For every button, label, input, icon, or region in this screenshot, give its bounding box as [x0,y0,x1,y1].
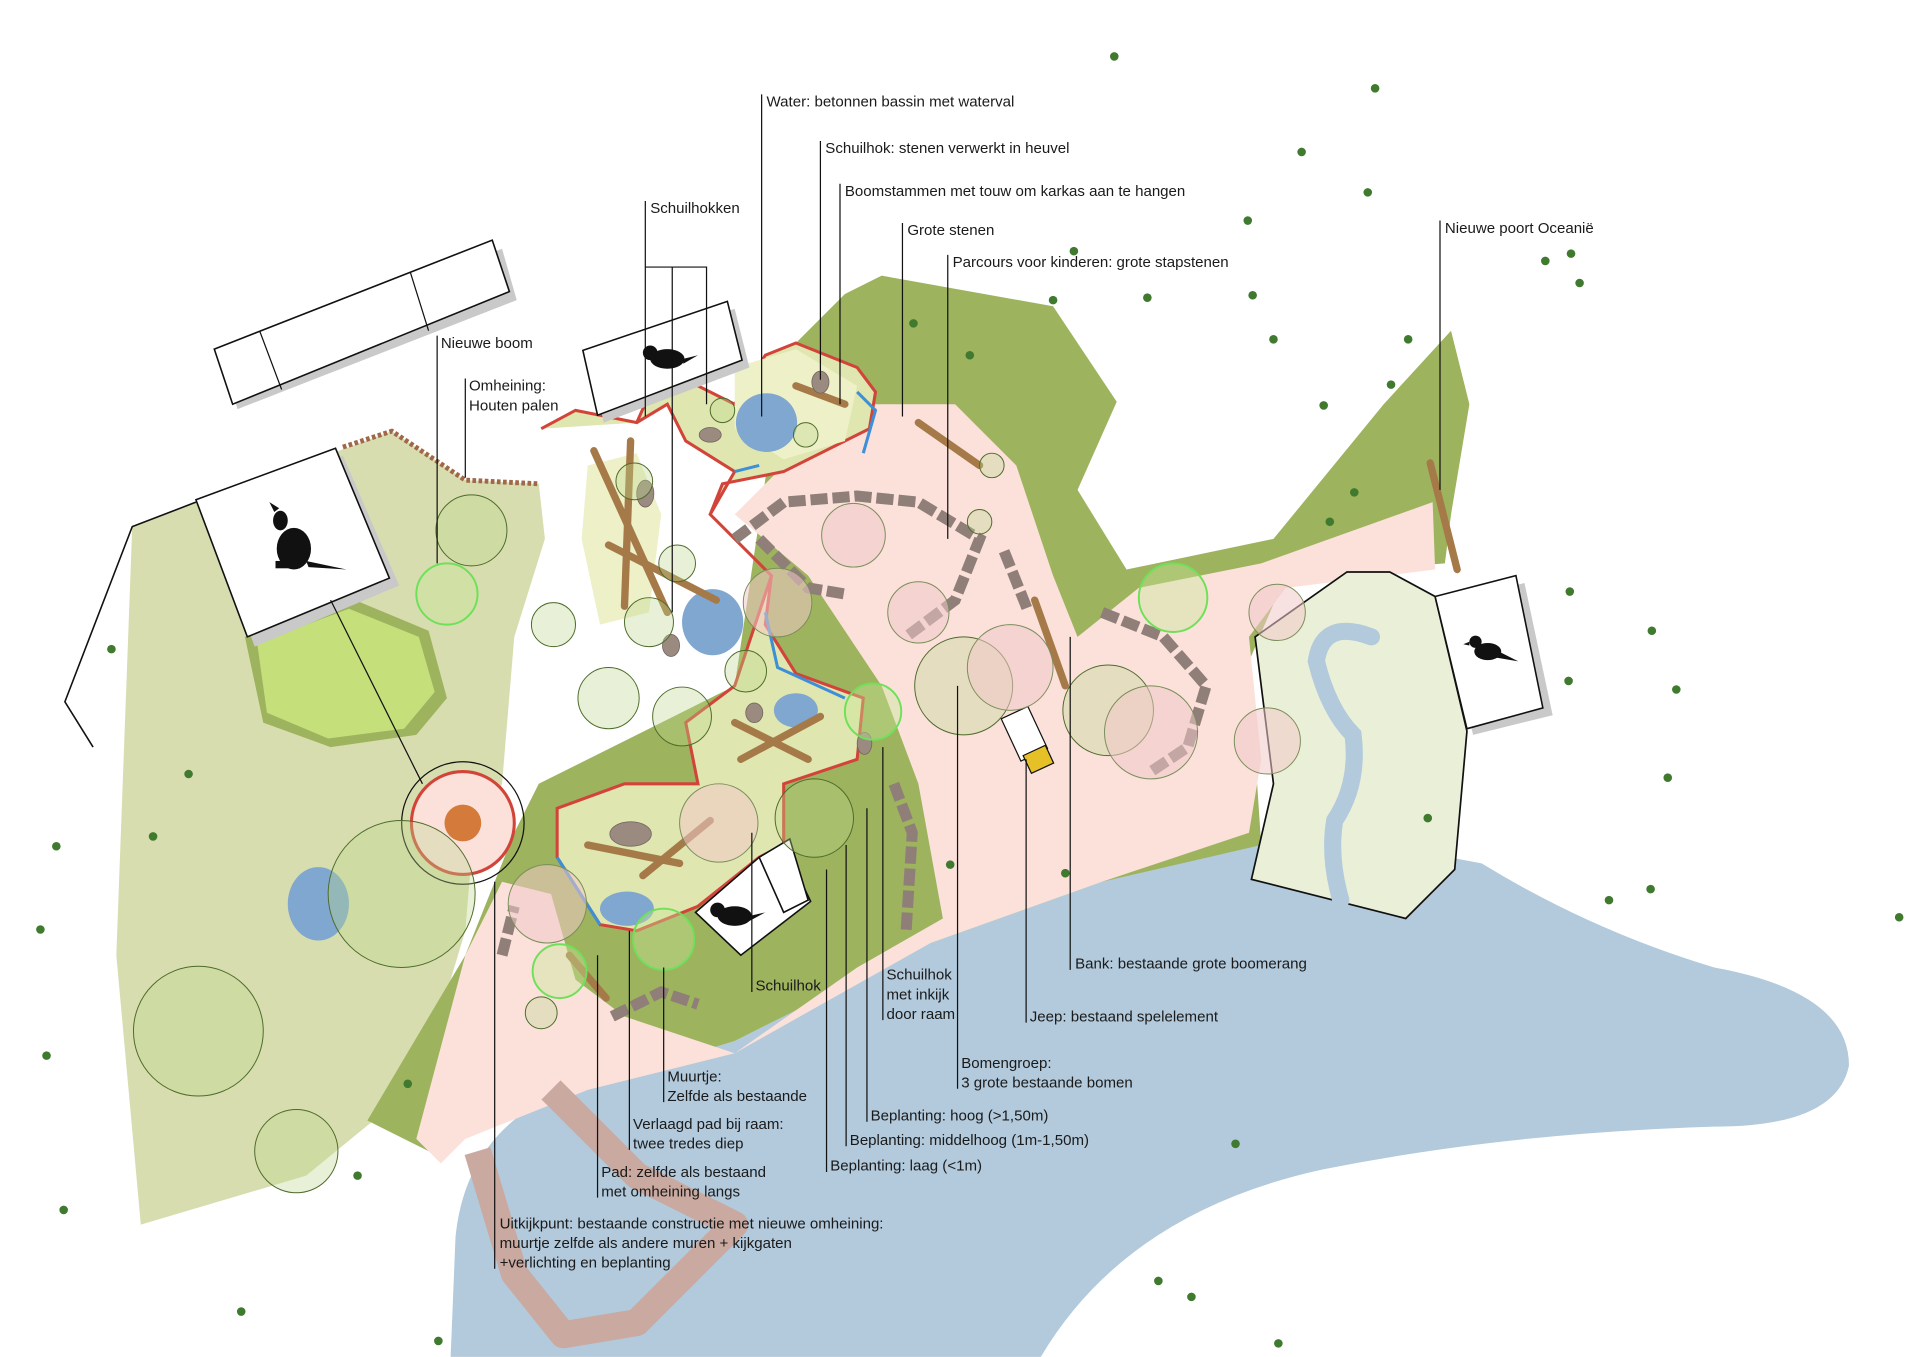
tasmanian-devil-icon [710,902,766,926]
lookout-point [401,761,525,885]
label-omheining: Omheining: [469,378,546,395]
label-bank: Bank: bestaande grote boomerang [1075,956,1307,973]
label-uitkijkpunt: Uitkijkpunt: bestaande constructie met n… [500,1215,884,1232]
leader-lines [330,94,1441,1269]
label-beplanting-laag: Beplanting: laag (<1m) [830,1158,982,1175]
label-uitkijkpunt: muurtje zelfde als andere muren + kijkga… [500,1235,792,1252]
large-stones [609,370,873,847]
pond [682,589,744,656]
label-water: Water: betonnen bassin met waterval [767,94,1015,111]
label-jeep: Jeep: bestaand spelelement [1030,1008,1219,1025]
pond [600,891,654,926]
label-schuilhokken: Schuilhokken [650,200,740,217]
label-schuilhok-inkijk: met inkijk [887,986,950,1003]
label-schuilhok-stenen: Schuilhok: stenen verwerkt in heuvel [825,140,1069,157]
annotations: Water: betonnen bassin met waterval Schu… [441,94,1594,1272]
label-omheining: Houten palen [469,397,559,414]
existing-trees-dots [36,52,1904,1348]
label-schuilhok-inkijk: Schuilhok [887,967,953,984]
label-muurtje: Zelfde als bestaande [667,1088,807,1105]
label-nieuwe-poort: Nieuwe poort Oceanië [1445,220,1594,237]
pond [773,693,818,728]
lawn-bright [257,608,435,739]
label-parcours: Parcours voor kinderen: grote stapstenen [953,254,1229,271]
label-nieuwe-boom: Nieuwe boom [441,335,533,352]
label-schuilhok: Schuilhok [756,978,822,995]
jeep-play-element [1000,705,1055,775]
boundary-line [64,501,197,748]
kangaroo-enclosure-ground [116,431,545,1225]
label-pad: Pad: zelfde als bestaand [601,1164,766,1181]
bird-icon [1463,635,1519,662]
label-pad: met omheining langs [601,1183,740,1200]
label-beplanting-middelhoog: Beplanting: middelhoog (1m-1,50m) [850,1132,1089,1149]
kangaroo-icon [269,502,347,570]
label-bomengroep: 3 grote bestaande bomen [961,1074,1133,1091]
building-left [213,239,517,410]
water-body [450,838,1849,1357]
tasmanian-devil-icon [642,345,698,369]
trees [132,397,1306,1194]
label-verlaagd-pad: twee tredes diep [633,1136,743,1153]
wooden-post-fence [342,428,539,487]
tree-trunks [565,382,1461,1002]
label-schuilhok-inkijk: door raam [887,1006,956,1023]
viewing-shelter [694,837,812,957]
label-uitkijkpunt: +verlichting en beplanting [500,1254,671,1271]
label-boomstammen: Boomstammen met touw om karkas aan te ha… [845,183,1185,200]
stream [1307,622,1381,909]
boardwalk [464,1080,749,1349]
visitor-path [416,404,1436,1164]
label-beplanting-hoog: Beplanting: hoog (>1,50m) [871,1108,1049,1125]
label-verlaagd-pad: Verlaagd pad bij raam: [633,1116,784,1133]
label-grote-stenen: Grote stenen [907,222,994,239]
pond-waterfall [735,393,798,452]
glass-fence [555,390,878,926]
label-bomengroep: Bomengroep: [961,1055,1051,1072]
label-muurtje: Muurtje: [667,1068,721,1085]
